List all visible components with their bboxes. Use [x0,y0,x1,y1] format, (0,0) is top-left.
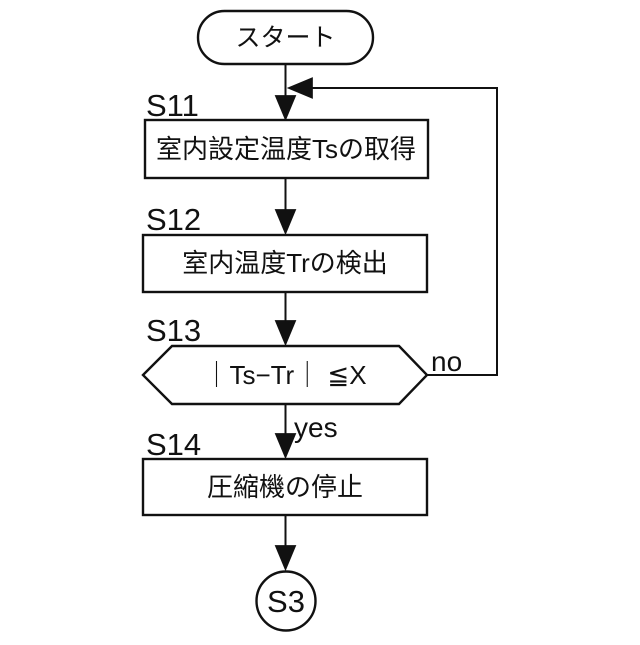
process-box-s12 [141,233,429,294]
node-s13: S13 ｜Ts−Tr｜ ≦X no yes [141,313,462,443]
node-s12: S12 室内温度Trの検出 [141,202,429,294]
node-end: S3 [255,570,317,632]
step-id-s11: S11 [146,88,199,123]
branch-label-no: no [431,346,462,377]
end-label: S3 [267,584,305,619]
process-label-s11: 室内設定温度Tsの取得 [156,134,416,164]
start-label: スタート [235,24,335,52]
step-id-s14: S14 [146,427,201,462]
end-circle [255,570,317,632]
node-start: スタート [196,9,375,66]
node-s11: S11 室内設定温度Tsの取得 [143,88,430,180]
node-s14: S14 圧縮機の停止 [141,427,429,517]
start-shape [196,9,375,66]
decision-hexagon-s13 [141,344,429,406]
process-label-s14: 圧縮機の停止 [207,472,363,502]
process-box-s14 [141,457,429,517]
process-box-s11 [143,118,430,180]
step-id-s12: S12 [146,202,201,237]
process-label-s12: 室内温度Trの検出 [182,248,388,278]
step-id-s13: S13 [146,313,201,348]
decision-label-s13: ｜Ts−Tr｜ ≦X [203,360,366,390]
branch-label-yes: yes [294,412,338,443]
edge-no-feedback-loop [286,77,498,376]
